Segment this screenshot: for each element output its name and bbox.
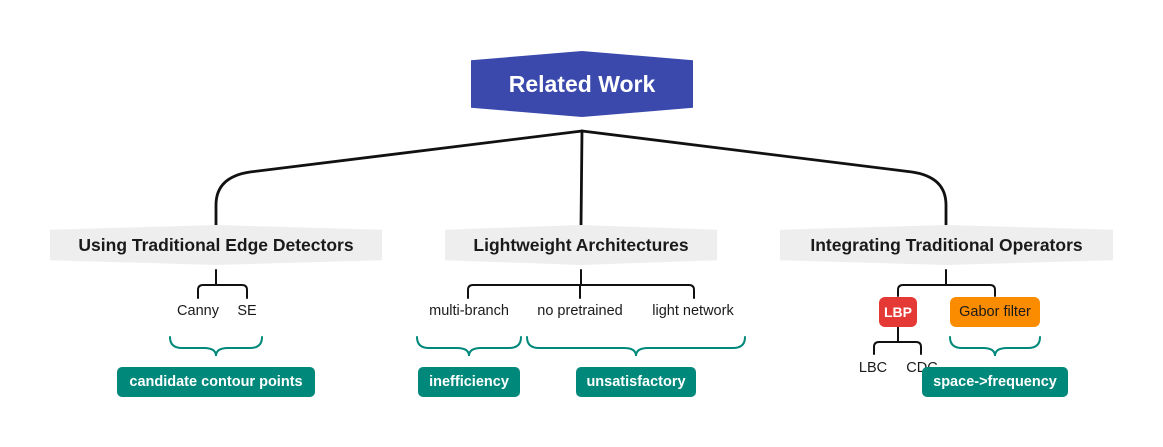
brace-gabor	[949, 336, 1041, 357]
branch-shape	[445, 225, 717, 265]
branch-edge-detectors: Using Traditional Edge Detectors	[50, 225, 382, 265]
summary-unsatisfactory: unsatisfactory	[576, 367, 696, 397]
root-node-shape	[471, 51, 693, 117]
summary-candidate-contour: candidate contour points	[117, 367, 315, 397]
brace-multi-branch	[416, 336, 522, 357]
connector-root-middle	[579, 129, 584, 228]
tag-gabor-filter: Gabor filter	[950, 297, 1040, 327]
branch-label: Lightweight Architectures	[473, 234, 689, 255]
root-connectors	[214, 129, 948, 228]
leaf-connectors	[197, 269, 996, 355]
tag-lbp: LBP	[879, 297, 917, 327]
leaf-no-pretrained: no pretrained	[537, 303, 623, 319]
branch-label: Integrating Traditional Operators	[810, 234, 1083, 255]
connector-root-right	[580, 129, 948, 228]
branch-operators: Integrating Traditional Operators	[780, 225, 1113, 265]
branch-shape	[780, 225, 1113, 265]
branch-label: Using Traditional Edge Detectors	[78, 234, 354, 255]
bracket-lbp	[873, 326, 922, 355]
summary-space-frequency: space->frequency	[922, 367, 1068, 397]
root-label: Related Work	[508, 70, 656, 97]
leaf-lbc: LBC	[858, 360, 888, 376]
connector-root-left	[214, 129, 584, 228]
summary-inefficiency: inefficiency	[418, 367, 520, 397]
brace-pretrained-light	[526, 336, 746, 357]
branch-shape	[50, 225, 382, 265]
leaf-light-network: light network	[652, 303, 734, 319]
root-node: Related Work	[471, 51, 693, 117]
bracket-edge-detectors	[197, 269, 248, 299]
summary-braces	[169, 336, 1041, 357]
leaf-multi-branch: multi-branch	[429, 303, 509, 319]
leaf-se: SE	[237, 303, 257, 319]
brace-edge-detectors	[169, 336, 263, 357]
branch-lightweight: Lightweight Architectures	[445, 225, 717, 265]
leaf-canny: Canny	[177, 303, 219, 319]
bracket-operators	[897, 269, 996, 297]
bracket-lightweight	[467, 269, 695, 299]
